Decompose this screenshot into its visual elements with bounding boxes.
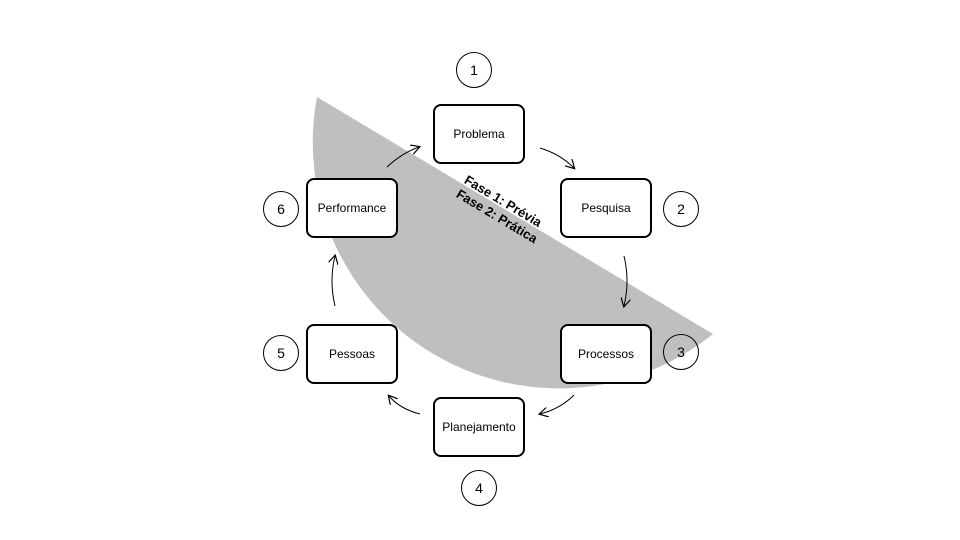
- step-box-pesquisa: Pesquisa: [560, 178, 652, 238]
- arrow-pessoas-to-performance: [332, 256, 335, 307]
- step-number-5: 5: [263, 335, 299, 371]
- step-box-processos: Processos: [560, 324, 652, 384]
- arrow-problema-to-pesquisa: [539, 147, 574, 168]
- step-box-problema: Problema: [433, 104, 525, 164]
- arrow-pesquisa-to-processos: [624, 255, 627, 306]
- step-number-3: 3: [663, 334, 699, 370]
- step-box-planejamento: Planejamento: [433, 397, 525, 457]
- step-number-6: 6: [263, 191, 299, 227]
- step-box-performance: Performance: [306, 178, 398, 238]
- arrow-planejamento-to-pessoas: [389, 396, 421, 415]
- step-number-1: 1: [456, 52, 492, 88]
- step-number-4: 4: [461, 470, 497, 506]
- arrow-processos-to-planejamento: [540, 394, 575, 414]
- phase-2-region: [312, 97, 713, 389]
- arrow-performance-to-problema: [386, 147, 419, 168]
- step-number-2: 2: [663, 191, 699, 227]
- step-box-pessoas: Pessoas: [306, 324, 398, 384]
